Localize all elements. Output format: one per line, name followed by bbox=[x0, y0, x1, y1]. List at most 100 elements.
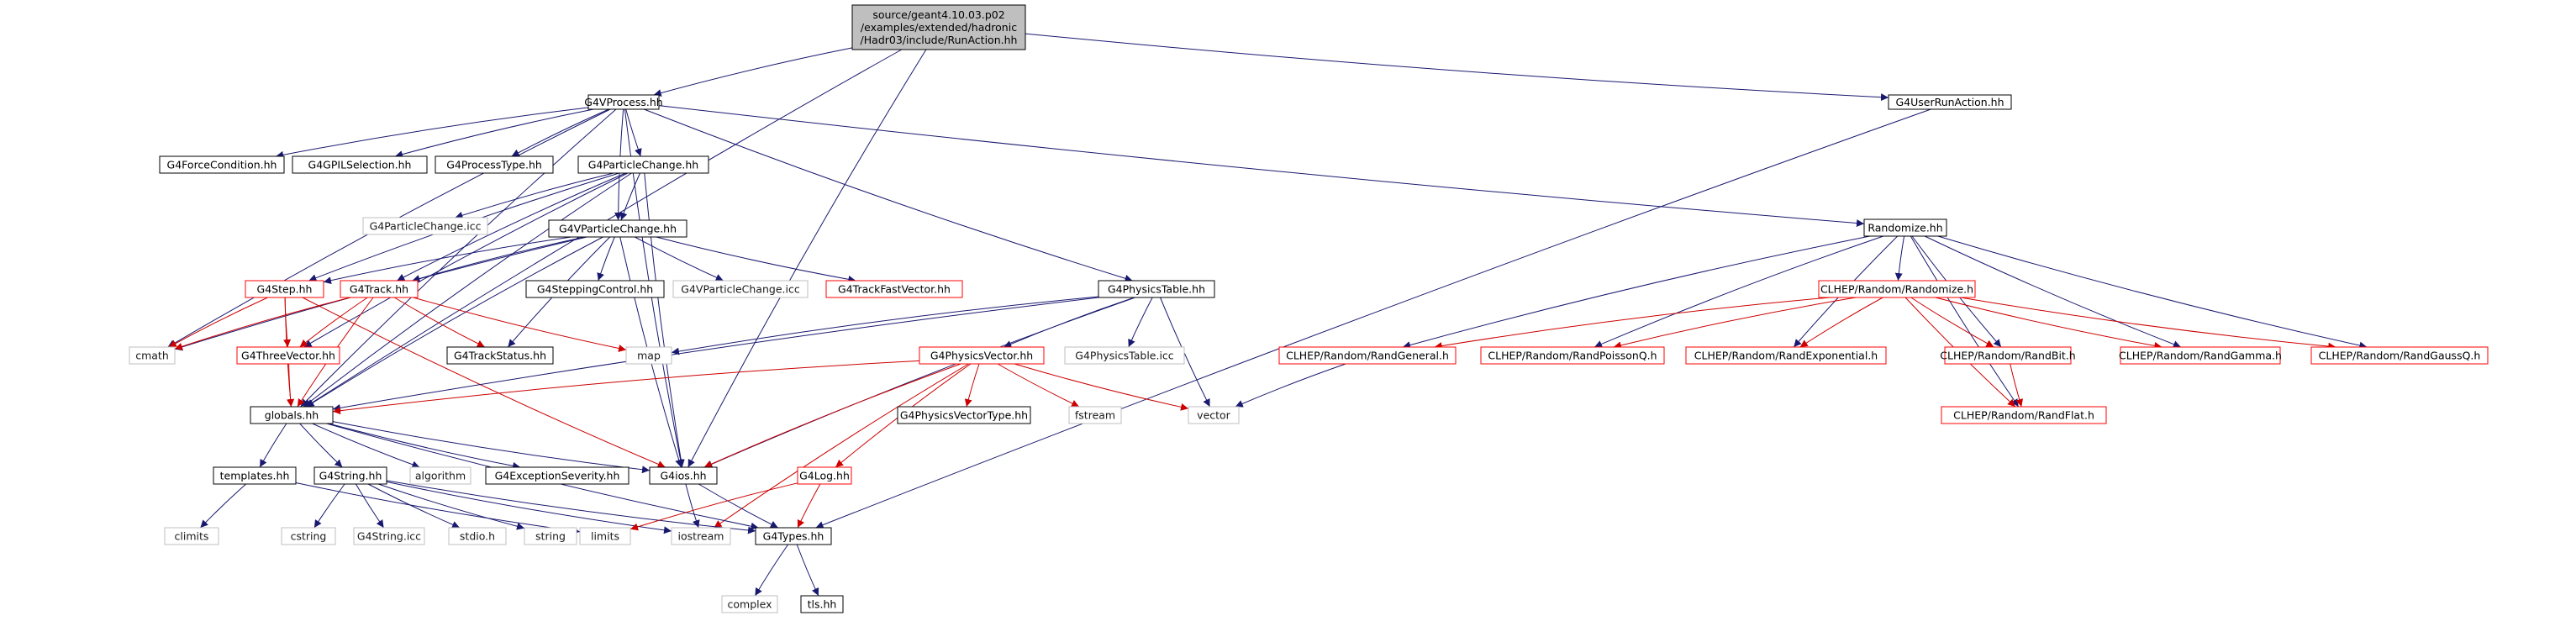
node-box bbox=[2120, 346, 2281, 365]
node-tfvec[interactable]: G4TrackFastVector.hh bbox=[825, 280, 963, 298]
node-map: map bbox=[625, 346, 672, 365]
node-box bbox=[1068, 406, 1122, 424]
node-globals[interactable]: globals.hh bbox=[250, 406, 334, 424]
node-phystable[interactable]: G4PhysicsTable.hh bbox=[1098, 280, 1215, 298]
node-gpil[interactable]: G4GPILSelection.hh bbox=[292, 155, 428, 174]
edge-globals-to-g4string bbox=[299, 423, 343, 468]
node-box bbox=[485, 466, 630, 485]
node-label: cstring bbox=[291, 530, 327, 543]
node-excsev[interactable]: G4ExceptionSeverity.hh bbox=[485, 466, 630, 485]
edge-root-to-g4ios bbox=[687, 49, 927, 468]
node-box bbox=[313, 466, 387, 485]
node-pvtype[interactable]: G4PhysicsVectorType.hh bbox=[897, 406, 1031, 424]
node-label: G4TrackStatus.hh bbox=[454, 350, 546, 362]
edge-vprocess-to-forcecond bbox=[276, 107, 589, 159]
node-box bbox=[353, 527, 425, 545]
node-label: G4PhysicsTable.hh bbox=[1108, 283, 1205, 296]
node-partchange[interactable]: G4ParticleChange.hh bbox=[577, 155, 709, 174]
node-limits: limits bbox=[579, 527, 631, 545]
node-label: G4TrackFastVector.hh bbox=[838, 283, 951, 296]
node-step[interactable]: G4Step.hh bbox=[245, 280, 324, 298]
node-track[interactable]: G4Track.hh bbox=[340, 280, 419, 298]
node-label: vector bbox=[1197, 409, 1231, 422]
node-physvec[interactable]: G4PhysicsVector.hh bbox=[919, 346, 1045, 365]
edge-step-to-g4ios bbox=[302, 297, 666, 468]
edge-g4log-to-g4types bbox=[797, 483, 821, 529]
edge-vpartch-to-step bbox=[323, 236, 572, 285]
edge-userrun-to-g4types bbox=[815, 108, 1931, 529]
node-algorithm: algorithm bbox=[409, 466, 471, 485]
node-g4string[interactable]: G4String.hh bbox=[313, 466, 387, 485]
node-randGauss[interactable]: CLHEP/Random/RandGaussQ.h bbox=[2310, 346, 2489, 365]
node-threevec[interactable]: G4ThreeVector.hh bbox=[236, 346, 340, 365]
node-phystabicc: G4PhysicsTable.icc bbox=[1064, 346, 1185, 365]
node-box bbox=[362, 217, 488, 235]
node-label: G4VProcess.hh bbox=[584, 96, 662, 108]
node-label: G4VParticleChange.icc bbox=[681, 283, 800, 296]
node-label: Randomize.hh bbox=[1867, 222, 1942, 234]
node-box bbox=[577, 155, 709, 174]
node-g4types[interactable]: G4Types.hh bbox=[755, 527, 832, 545]
node-g4ios[interactable]: G4ios.hh bbox=[649, 466, 718, 485]
edge-globals-to-excsev bbox=[328, 423, 521, 470]
edge-g4string-to-stdio bbox=[367, 483, 461, 529]
node-vprocess[interactable]: G4VProcess.hh bbox=[584, 94, 663, 110]
node-randGam[interactable]: CLHEP/Random/RandGamma.h bbox=[2119, 346, 2282, 365]
node-tls[interactable]: tls.hh bbox=[800, 595, 844, 613]
node-label: G4ParticleChange.hh bbox=[588, 159, 699, 171]
edge-physvec-to-g4ios bbox=[703, 363, 961, 468]
node-box bbox=[625, 346, 672, 365]
node-randGen[interactable]: CLHEP/Random/RandGeneral.h bbox=[1278, 346, 1457, 365]
node-box bbox=[409, 466, 471, 485]
node-label: CLHEP/Random/RandGamma.h bbox=[2119, 350, 2282, 362]
node-randPoi[interactable]: CLHEP/Random/RandPoissonQ.h bbox=[1480, 346, 1665, 365]
node-string: string bbox=[524, 527, 577, 545]
edge-partchange-to-partchicc bbox=[455, 172, 614, 219]
node-randExp[interactable]: CLHEP/Random/RandExponential.h bbox=[1685, 346, 1887, 365]
node-vpartch[interactable]: G4VParticleChange.hh bbox=[548, 219, 687, 238]
node-userrun[interactable]: G4UserRunAction.hh bbox=[1888, 94, 2012, 110]
node-box bbox=[579, 527, 631, 545]
edge-g4types-to-complex bbox=[754, 544, 789, 597]
node-climits: climits bbox=[164, 527, 219, 545]
node-box bbox=[851, 4, 1026, 50]
edge-root-to-userrun bbox=[1025, 33, 1889, 102]
node-g4log[interactable]: G4Log.hh bbox=[797, 466, 852, 485]
nodes-layer: source/geant4.10.03.p02/examples/extende… bbox=[129, 4, 2489, 613]
node-box bbox=[649, 466, 718, 485]
node-label: G4UserRunAction.hh bbox=[1895, 96, 2004, 108]
node-label: CLHEP/Random/RandPoissonQ.h bbox=[1488, 350, 1657, 362]
node-label: CLHEP/Random/RandGeneral.h bbox=[1286, 350, 1449, 362]
edge-clhepRand-to-randGam bbox=[1935, 297, 2162, 350]
node-proctype[interactable]: G4ProcessType.hh bbox=[435, 155, 554, 174]
node-label: CLHEP/Random/RandExponential.h bbox=[1694, 350, 1878, 362]
node-randBit[interactable]: CLHEP/Random/RandBit.h bbox=[1940, 346, 2076, 365]
node-cmath: cmath bbox=[129, 346, 176, 365]
edge-globals-to-algorithm bbox=[312, 423, 420, 469]
node-box bbox=[129, 346, 176, 365]
edge-physvec-to-iostream bbox=[714, 363, 969, 529]
node-root[interactable]: source/geant4.10.03.p02/examples/extende… bbox=[851, 4, 1026, 50]
edge-randomize-to-clhepRand bbox=[1894, 235, 1905, 282]
node-g4stricc: G4String.icc bbox=[353, 527, 425, 545]
node-clhepRand[interactable]: CLHEP/Random/Randomize.h bbox=[1818, 280, 1976, 298]
node-label: complex bbox=[728, 598, 772, 611]
node-randFlat[interactable]: CLHEP/Random/RandFlat.h bbox=[1941, 406, 2107, 424]
node-randomize[interactable]: Randomize.hh bbox=[1863, 218, 1947, 237]
node-box bbox=[1863, 218, 1947, 237]
node-trkstatus[interactable]: G4TrackStatus.hh bbox=[446, 346, 554, 365]
node-box bbox=[236, 346, 340, 365]
edge-g4types-to-tls bbox=[796, 544, 819, 597]
edge-templates-to-limits bbox=[295, 482, 581, 535]
node-label: /examples/extended/hadronic bbox=[861, 21, 1017, 34]
node-stepctl[interactable]: G4SteppingControl.hh bbox=[525, 280, 665, 298]
node-forcecond[interactable]: G4ForceCondition.hh bbox=[159, 155, 285, 174]
node-templates[interactable]: templates.hh bbox=[213, 466, 297, 485]
edge-vprocess-to-gpil bbox=[394, 108, 594, 158]
node-box bbox=[1941, 406, 2107, 424]
edge-randomize-to-randGen bbox=[1402, 235, 1870, 349]
node-label: fstream bbox=[1075, 409, 1115, 422]
edge-physvec-to-globals bbox=[332, 360, 920, 415]
node-box bbox=[1685, 346, 1887, 365]
node-box bbox=[448, 527, 507, 545]
